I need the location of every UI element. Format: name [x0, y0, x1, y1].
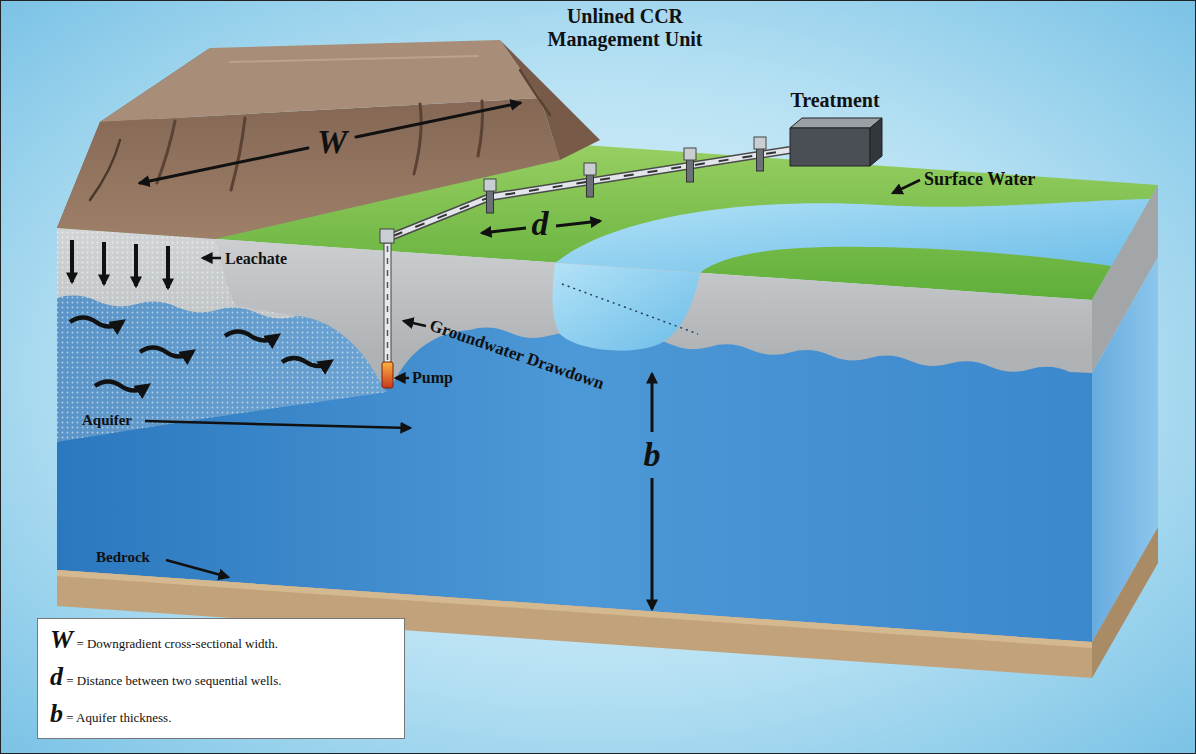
part-label: Pump	[412, 369, 453, 387]
box-front	[790, 128, 870, 166]
label-anchor: Leachate	[225, 250, 287, 268]
leachate-plume	[57, 228, 387, 442]
flow-arrow	[95, 382, 147, 391]
well-screen	[387, 246, 389, 360]
treatment-unit: Treatment	[774, 88, 896, 178]
unsaturated-zone	[57, 228, 1092, 642]
part-label: Bedrock	[96, 549, 150, 566]
part-label: Aquifer	[82, 412, 132, 429]
well-head	[584, 163, 596, 175]
landfill-side	[500, 40, 600, 160]
erosion-gully	[520, 70, 550, 115]
box-side	[870, 118, 882, 166]
label-anchor: Pump	[412, 369, 453, 387]
dimension-arrow	[556, 221, 600, 226]
stream-channel	[553, 263, 700, 351]
well-casing	[487, 189, 494, 213]
well-head	[754, 137, 766, 149]
dimension-arrow	[651, 374, 654, 432]
well-head	[380, 229, 394, 243]
part-label: Surface Water	[924, 170, 1035, 190]
leachate-arrow	[134, 244, 138, 286]
unit-heading: Unlined CCR Management Unit	[530, 5, 720, 51]
legend-text: d = Distance between two sequential well…	[50, 660, 392, 697]
well-casing	[757, 147, 764, 171]
flow-arrow	[140, 348, 192, 357]
flow-arrow	[282, 358, 330, 366]
legend-box: W = Downgradient cross-sectional width.d…	[37, 618, 405, 739]
erosion-gully	[414, 104, 421, 174]
pump-symbol	[382, 362, 393, 388]
dimension-arrow	[482, 228, 526, 233]
erosion-gully	[157, 121, 175, 183]
leader-arrow	[404, 321, 426, 326]
landfill-top	[100, 40, 540, 122]
leader-arrow	[893, 180, 920, 193]
stream-surface	[555, 199, 1150, 273]
leader-arrow	[203, 257, 221, 260]
well-casing	[687, 158, 694, 182]
leachate-arrow	[70, 240, 74, 282]
well-head	[484, 179, 496, 191]
bedrock-side	[1092, 527, 1158, 678]
leachate-arrow	[102, 242, 106, 284]
legend-text: W = Downgradient cross-sectional width.	[50, 623, 392, 660]
leader-arrow	[145, 421, 410, 428]
erosion-gully	[231, 118, 245, 190]
dimension-label: b	[644, 436, 661, 473]
box-top	[790, 118, 882, 128]
part-label: Leachate	[225, 250, 287, 268]
label-anchor: W	[317, 123, 347, 160]
dimension-label: W	[317, 123, 347, 160]
label-anchor: d	[532, 205, 549, 242]
aquifer-side	[1092, 257, 1158, 642]
water-level-line	[562, 284, 698, 334]
erosion-gully	[90, 140, 120, 200]
flow-arrow	[225, 332, 277, 341]
label-anchor: Bedrock	[96, 549, 150, 566]
well-casing	[587, 173, 594, 197]
dimension-arrow	[651, 478, 654, 609]
leachate-plume-pattern	[57, 228, 387, 442]
landfill-crest-line	[230, 56, 478, 62]
part-label: Groundwater Drawdown	[427, 317, 606, 394]
well-casing	[384, 243, 391, 363]
dimension-arrow	[356, 103, 520, 137]
erosion-gully	[478, 101, 483, 156]
leader-arrow	[166, 560, 228, 577]
landfill-unit: Unlined CCR Management Unit	[0, 0, 720, 250]
label-anchor: Aquifer	[82, 412, 132, 429]
leachate-arrow	[166, 246, 170, 288]
flow-arrow	[70, 318, 122, 327]
label-anchor: Surface Water	[924, 170, 1035, 190]
well-head	[684, 148, 696, 160]
unit-heading: Treatment	[774, 88, 896, 112]
treatment-box	[774, 118, 896, 170]
legend-text: b = Aquifer thickness.	[50, 697, 392, 734]
dimension-arrow	[140, 148, 308, 183]
leader-arrow	[396, 377, 409, 380]
label-anchor: b	[644, 436, 661, 473]
dimension-label: d	[532, 205, 549, 242]
label-anchor: Groundwater Drawdown	[427, 317, 606, 394]
